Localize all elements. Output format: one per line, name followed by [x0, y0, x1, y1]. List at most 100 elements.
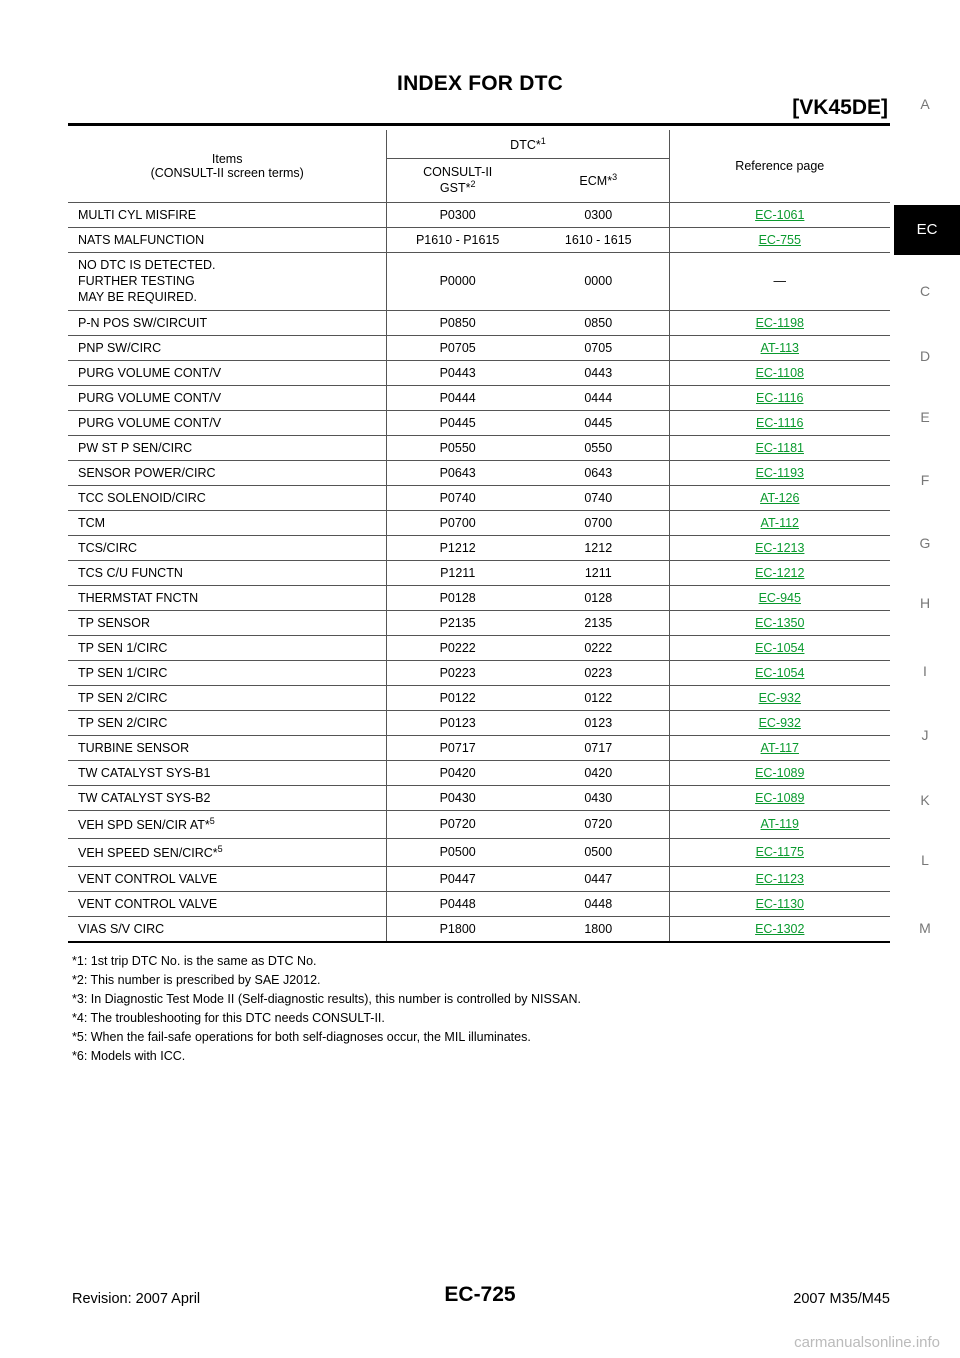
- reference-cell: EC-1175: [668, 838, 890, 867]
- section-tab-i[interactable]: I: [923, 663, 927, 679]
- item-name-text: VIAS S/V CIRC: [78, 921, 165, 936]
- reference-cell: EC-932: [668, 685, 890, 711]
- item-name: TW CATALYST SYS-B1: [68, 760, 387, 786]
- items-header-line2: (CONSULT-II screen terms): [150, 165, 304, 180]
- reference-link[interactable]: EC-932: [758, 715, 801, 730]
- consult-code: P1800: [386, 916, 528, 943]
- section-tab-h[interactable]: H: [919, 595, 931, 611]
- reference-link[interactable]: EC-1350: [755, 615, 805, 630]
- reference-link[interactable]: AT-117: [760, 740, 799, 755]
- ecm-code: 2135: [527, 610, 670, 636]
- item-name-text: VEH SPEED SEN/CIRC*: [78, 846, 218, 861]
- reference-link[interactable]: EC-1213: [755, 540, 805, 555]
- consult-code: P0128: [386, 585, 528, 611]
- footnote: *3: In Diagnostic Test Mode II (Self-dia…: [72, 992, 582, 1006]
- reference-link[interactable]: AT-113: [760, 340, 799, 355]
- section-tab-e[interactable]: E: [920, 409, 930, 425]
- item-name: PURG VOLUME CONT/V: [68, 385, 387, 411]
- section-tab-c[interactable]: C: [919, 283, 931, 299]
- ecm-code: 0300: [527, 202, 670, 228]
- reference-link[interactable]: EC-1116: [756, 415, 804, 430]
- section-tab-d[interactable]: D: [919, 348, 931, 364]
- consult-code: P0447: [386, 866, 528, 892]
- footnote-sup: 5: [217, 843, 223, 854]
- consult-code: P0223: [386, 660, 528, 686]
- consult-code: P0300: [386, 202, 528, 228]
- section-tab-a[interactable]: A: [920, 96, 930, 112]
- reference-link[interactable]: EC-1175: [755, 845, 804, 859]
- reference-link[interactable]: EC-1116: [756, 390, 804, 405]
- section-tab-m[interactable]: M: [919, 920, 931, 936]
- reference-link[interactable]: EC-932: [758, 690, 801, 705]
- reference-cell: EC-1054: [668, 635, 890, 661]
- ecm-header: ECM*3: [527, 158, 670, 203]
- reference-link[interactable]: EC-1061: [755, 207, 805, 222]
- consult-code: P0123: [386, 710, 528, 736]
- reference-link[interactable]: EC-945: [758, 590, 801, 605]
- reference-link[interactable]: EC-1123: [755, 871, 804, 886]
- ecm-code: 0123: [527, 710, 670, 736]
- ecm-code: 1212: [527, 535, 670, 561]
- reference-cell: EC-1130: [668, 891, 890, 917]
- reference-cell: EC-932: [668, 710, 890, 736]
- reference-header: Reference page: [668, 130, 890, 203]
- item-name: TP SEN 2/CIRC: [68, 710, 387, 736]
- item-name-text: TP SEN 2/CIRC: [78, 690, 168, 705]
- item-name-text: PURG VOLUME CONT/V: [78, 365, 222, 380]
- section-tab-ec[interactable]: EC: [894, 205, 960, 255]
- reference-link[interactable]: EC-1089: [755, 790, 805, 805]
- reference-link[interactable]: EC-1302: [755, 921, 805, 936]
- ecm-code: 0444: [527, 385, 670, 411]
- reference-link[interactable]: EC-1054: [755, 640, 805, 655]
- consult-code: P0500: [386, 838, 528, 867]
- item-name: TP SEN 1/CIRC: [68, 660, 387, 686]
- reference-cell: EC-1108: [668, 360, 890, 386]
- reference-cell: AT-126: [668, 485, 890, 511]
- reference-link[interactable]: EC-1054: [755, 665, 805, 680]
- item-name-text: TCS/CIRC: [78, 540, 138, 555]
- dtc-header: DTC*1: [386, 130, 670, 159]
- consult-code: P2135: [386, 610, 528, 636]
- reference-link[interactable]: EC-1089: [755, 765, 805, 780]
- consult-code: P0850: [386, 310, 528, 336]
- consult-code: P0420: [386, 760, 528, 786]
- reference-link[interactable]: AT-119: [760, 817, 799, 831]
- reference-link[interactable]: EC-1181: [755, 440, 804, 455]
- consult-code: P0720: [386, 810, 528, 839]
- ecm-code: 0223: [527, 660, 670, 686]
- ecm-code: 1610 - 1615: [527, 227, 670, 253]
- section-tab-k[interactable]: K: [920, 792, 930, 808]
- reference-link[interactable]: AT-126: [760, 490, 800, 505]
- footnote: *2: This number is prescribed by SAE J20…: [72, 973, 321, 987]
- section-tab-l[interactable]: L: [921, 852, 929, 868]
- reference-link[interactable]: EC-1193: [755, 465, 804, 480]
- reference-link[interactable]: EC-755: [758, 232, 801, 247]
- section-tab-g[interactable]: G: [919, 535, 931, 551]
- reference-link[interactable]: AT-112: [760, 515, 799, 530]
- footnotes: *1: 1st trip DTC No. is the same as DTC …: [72, 952, 581, 1066]
- section-tab-j[interactable]: J: [921, 727, 929, 743]
- ecm-code: 0443: [527, 360, 670, 386]
- revision-text: Revision: 2007 April: [72, 1291, 201, 1307]
- reference-link[interactable]: EC-1130: [755, 896, 804, 911]
- reference-cell: EC-1213: [668, 535, 890, 561]
- reference-cell: EC-1123: [668, 866, 890, 892]
- consult-code: P0717: [386, 735, 528, 761]
- reference-link[interactable]: EC-1198: [755, 315, 804, 330]
- consult-code: P0700: [386, 510, 528, 536]
- item-name: P-N POS SW/CIRCUIT: [68, 310, 387, 336]
- ecm-code: 0128: [527, 585, 670, 611]
- reference-cell: EC-755: [668, 227, 890, 253]
- reference-cell: EC-1350: [668, 610, 890, 636]
- reference-link[interactable]: EC-1108: [755, 365, 804, 380]
- ecm-code: 0448: [527, 891, 670, 917]
- item-name: TP SEN 2/CIRC: [68, 685, 387, 711]
- section-tab-f[interactable]: F: [920, 472, 930, 488]
- reference-link[interactable]: EC-1212: [755, 565, 805, 580]
